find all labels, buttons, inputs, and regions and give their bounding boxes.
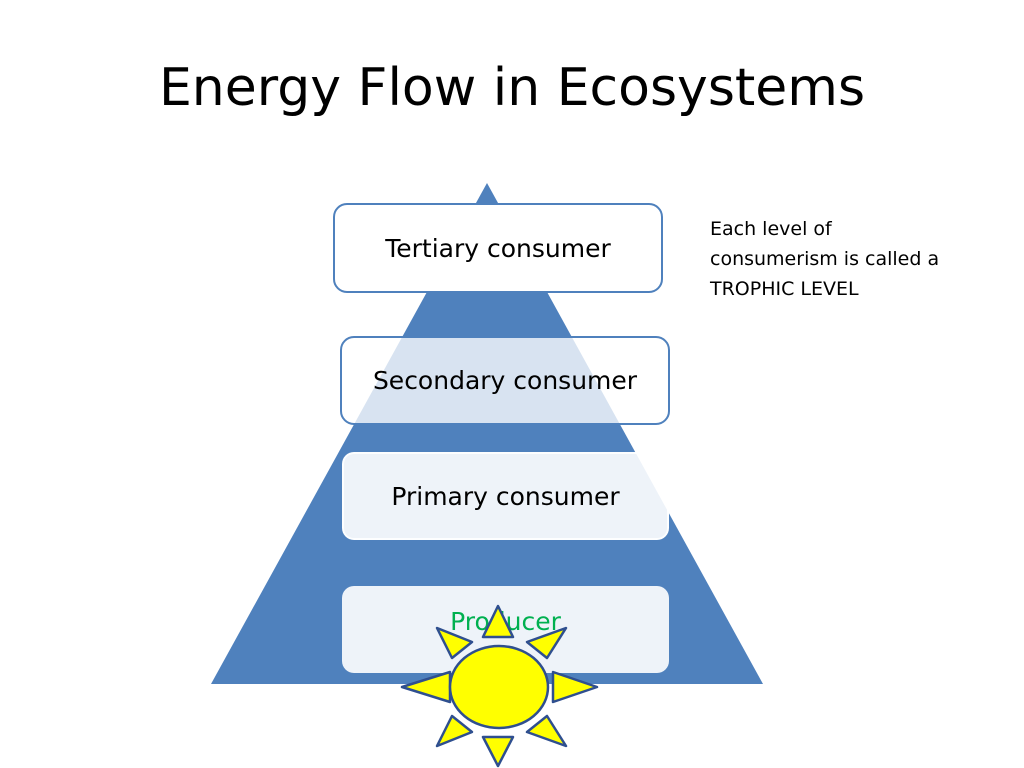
sun-ray — [525, 714, 568, 748]
level-secondary-consumer: Secondary consumer — [340, 336, 670, 425]
slide-title: Energy Flow in Ecosystems — [158, 58, 866, 118]
sun-ray — [435, 714, 474, 748]
level-tertiary-consumer: Tertiary consumer — [333, 203, 663, 293]
level-label: Tertiary consumer — [385, 233, 611, 263]
sun-ray — [525, 626, 568, 660]
sun-ray — [435, 626, 474, 660]
level-label: Secondary consumer — [372, 366, 638, 395]
sun-ray — [551, 670, 599, 704]
trophic-level-note: Each level of consumerism is called a TR… — [710, 218, 940, 300]
level-primary-consumer: Primary consumer — [342, 452, 669, 540]
sun-ray — [400, 670, 452, 704]
sun-ray — [481, 735, 515, 768]
level-label: Primary consumer — [391, 481, 620, 511]
sun-ray — [481, 604, 515, 639]
sun-disc — [448, 644, 550, 730]
